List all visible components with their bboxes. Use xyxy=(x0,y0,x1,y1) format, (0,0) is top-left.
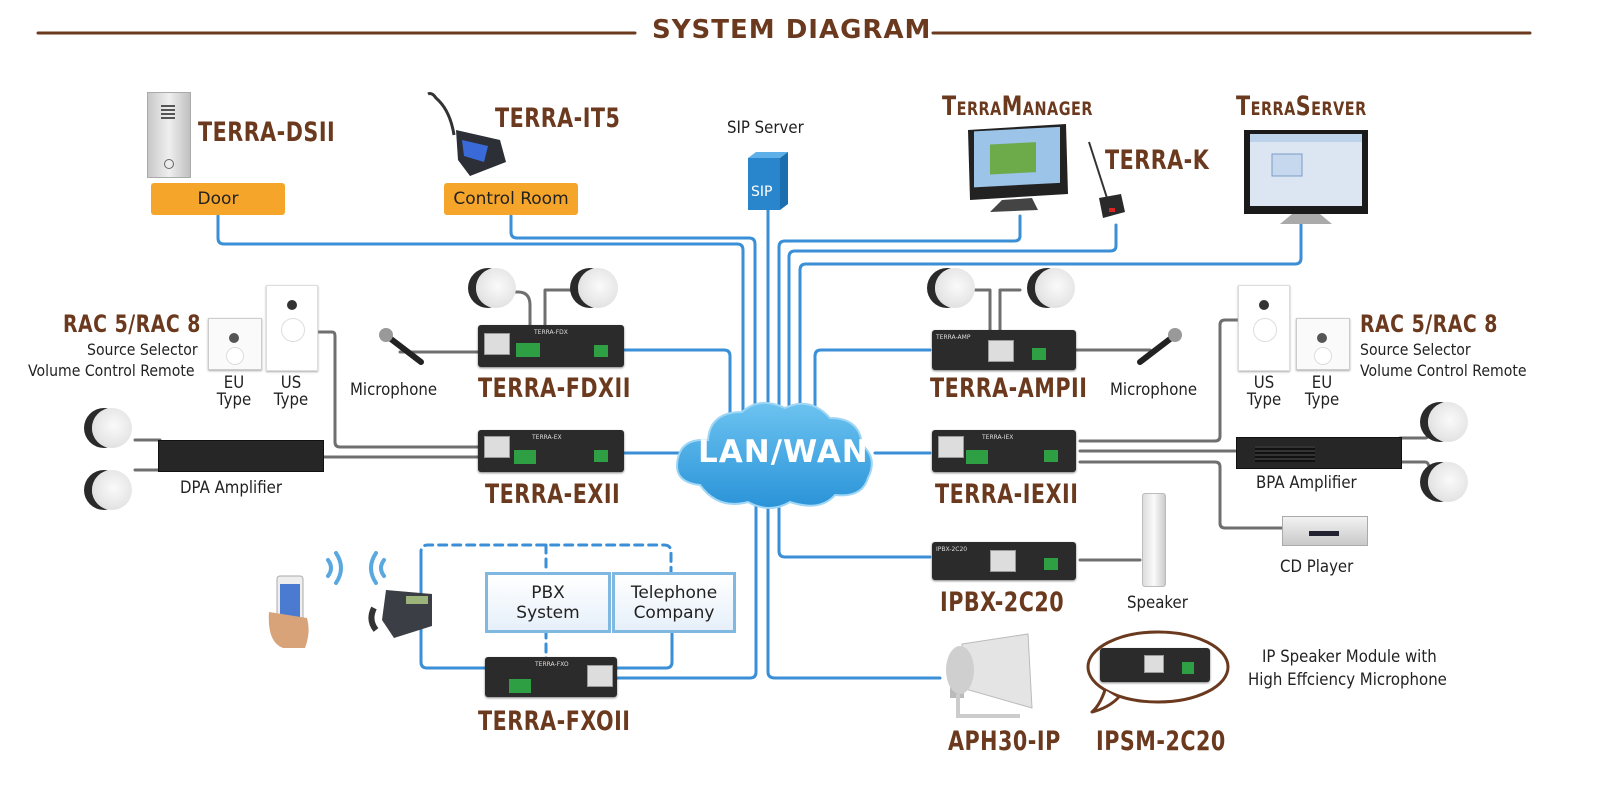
device-label: TERRA-IEX xyxy=(982,434,1014,441)
type-text: Type xyxy=(273,390,309,410)
smartphone-icon xyxy=(265,572,315,650)
bpa-amplifier-label: BPA Amplifier xyxy=(1256,473,1357,493)
device-label: TERRA-FDX xyxy=(534,329,568,336)
ipsm-2c20-device xyxy=(1100,648,1210,682)
model-terra-fxoii: TERRA-FXOII xyxy=(478,707,631,737)
ceiling-speaker-icon xyxy=(1428,462,1468,502)
dpa-amplifier-icon xyxy=(158,440,324,472)
model-ipsm-2c20: IPSM-2C20 xyxy=(1096,727,1226,757)
tag-control-room: Control Room xyxy=(444,183,578,215)
microphone-left-label: Microphone xyxy=(350,380,438,400)
terra-ampii-device: TERRA-AMP xyxy=(932,330,1076,370)
model-terramanager: TerraManager xyxy=(942,92,1093,122)
model-ipbx-2c20: IPBX-2C20 xyxy=(940,588,1065,618)
pbx-text: PBX xyxy=(531,582,565,603)
telephone-text: Telephone xyxy=(630,582,718,603)
rac-eu-panel-icon xyxy=(1296,318,1350,370)
ipsm-description-line1: IP Speaker Module with xyxy=(1262,647,1437,667)
us-text: US xyxy=(280,373,302,393)
microphone-right-label: Microphone xyxy=(1110,380,1198,400)
ceiling-speaker-icon xyxy=(1428,402,1468,442)
ceiling-speaker-icon xyxy=(578,268,618,308)
speaker-label: Speaker xyxy=(1127,593,1188,613)
microphone-left-icon xyxy=(377,328,427,368)
model-terra-ampii: TERRA-AMPII xyxy=(930,374,1088,404)
model-aph30-ip: APH30-IP xyxy=(948,727,1061,757)
model-terra-it5: TERRA-IT5 xyxy=(495,104,621,134)
device-label: IPBX-2C20 xyxy=(936,546,968,553)
cloud-icon xyxy=(676,401,873,509)
eu-text: EU xyxy=(1311,373,1333,393)
rac-left-line1: Source Selector xyxy=(87,340,198,359)
column-speaker-icon xyxy=(1142,493,1166,587)
ceiling-speaker-icon xyxy=(935,268,975,308)
dpa-amplifier-label: DPA Amplifier xyxy=(180,478,282,498)
terra-fdxii-device: TERRA-FDX xyxy=(478,325,624,367)
terra-k-microphone-icon xyxy=(1085,140,1127,224)
ipsm-description-line2: High Effciency Microphone xyxy=(1248,670,1447,690)
wireless-signal-icon xyxy=(326,551,386,585)
network-label: LAN/WAN xyxy=(698,434,869,470)
dashed-phone-wires xyxy=(419,543,673,662)
network-wires xyxy=(216,208,1303,680)
ceiling-speaker-icon xyxy=(1035,268,1075,308)
rac-right-line2: Volume Control Remote xyxy=(1360,361,1527,380)
model-rac-left: RAC 5/RAC 8 xyxy=(63,310,201,338)
device-label: TERRA-FXO xyxy=(535,661,569,668)
model-terraserver: TerraServer xyxy=(1236,92,1367,122)
rac-right-line1: Source Selector xyxy=(1360,340,1471,359)
model-terra-fdxii: TERRA-FDXII xyxy=(478,374,631,404)
microphone-right-icon xyxy=(1134,328,1184,368)
sip-server-label: SIP Server xyxy=(727,118,804,138)
us-text: US xyxy=(1253,373,1275,393)
tag-door: Door xyxy=(151,183,285,215)
rac-left-line2: Volume Control Remote xyxy=(28,361,195,380)
device-label: TERRA-EX xyxy=(532,434,562,441)
sip-server-icon: SIP xyxy=(746,150,790,212)
bpa-amplifier-icon xyxy=(1236,437,1402,469)
door-station-icon xyxy=(147,92,191,178)
model-terra-iexii: TERRA-IEXII xyxy=(935,480,1079,510)
cd-player-icon xyxy=(1282,516,1368,546)
eu-text: EU xyxy=(223,373,245,393)
page-title: SYSTEM DIAGRAM xyxy=(652,15,932,45)
sip-server-icon-text: SIP xyxy=(751,184,772,200)
model-terra-exii: TERRA-EXII xyxy=(485,480,621,510)
cd-player-label: CD Player xyxy=(1280,557,1354,577)
company-text: Company xyxy=(633,602,715,623)
ceiling-speaker-icon xyxy=(92,470,132,510)
type-text: Type xyxy=(1304,390,1340,410)
rac-eu-panel-icon xyxy=(208,318,262,370)
terra-exii-device: TERRA-EX xyxy=(478,430,624,472)
horn-speaker-icon xyxy=(940,630,1035,725)
type-text: Type xyxy=(216,390,252,410)
terra-fxoii-device: TERRA-FXO xyxy=(485,657,617,697)
ceiling-speaker-icon xyxy=(92,408,132,448)
ceiling-speaker-icon xyxy=(476,268,516,308)
lan-wan-cloud: LAN/WAN xyxy=(670,390,880,515)
device-label: TERRA-AMP xyxy=(936,334,971,341)
model-terra-k: TERRA-K xyxy=(1105,146,1210,176)
type-text: Type xyxy=(1246,390,1282,410)
system-text: System xyxy=(516,602,580,623)
ipbx-2c20-device: IPBX-2C20 xyxy=(932,542,1076,580)
model-terra-dsii: TERRA-DSII xyxy=(198,118,336,148)
terramanager-monitor-icon xyxy=(962,124,1072,216)
terra-iexii-device: TERRA-IEX xyxy=(932,430,1076,472)
desk-phone-icon xyxy=(366,580,434,642)
rac-us-panel-icon xyxy=(266,285,318,371)
paging-console-icon xyxy=(420,90,510,180)
rac-us-panel-icon xyxy=(1238,285,1290,371)
model-rac-right: RAC 5/RAC 8 xyxy=(1360,310,1498,338)
terraserver-monitor-icon xyxy=(1242,126,1370,226)
